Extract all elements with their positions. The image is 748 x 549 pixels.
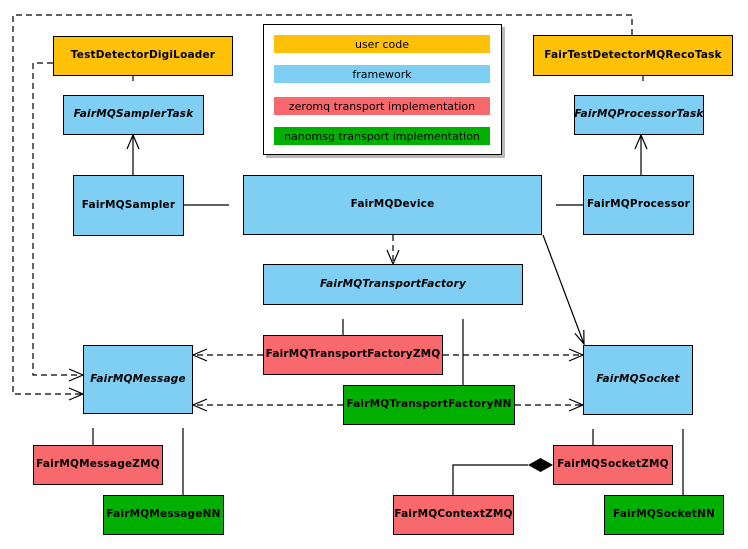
edge-processor-inherits-device [542,197,583,213]
legend-item-label: user code [354,37,410,51]
node-fairmqprocessortask: FairMQProcessorTask [574,95,704,135]
edge-messagenn-inherits-message [175,414,191,495]
edge-factoryzmq-inherits-factory [335,305,351,335]
edge-device-uses-socket [542,234,585,346]
node-fairmqcontextzmq: FairMQContextZMQ [393,495,514,535]
edge-socketnn-inherits-socket [675,415,691,495]
node-fairmqsampler: FairMQSampler [73,175,184,236]
node-fairmqmessagezmq: FairMQMessageZMQ [33,445,163,485]
legend-item-framework: framework [274,65,490,83]
node-testdetectordigiloader: TestDetectorDigiLoader [53,36,233,76]
node-fairmqsocketzmq: FairMQSocketZMQ [553,445,673,485]
edge-messagezmq-inherits-message [85,414,101,445]
legend: user code framework zeromq transport imp… [263,24,502,155]
legend-item-zeromq: zeromq transport implementation [274,97,490,115]
edge-recotask-inherits-processortask [635,76,651,95]
edge-factoryzmq-creates-message [191,348,263,362]
node-fairmqtransportfactory: FairMQTransportFactory [263,264,523,305]
node-fairmqsamplertask: FairMQSamplerTask [63,95,204,135]
edge-device-depends-factory [386,235,400,266]
node-fairmqsocketnn: FairMQSocketNN [604,495,724,535]
edge-sampler-inherits-device [184,197,243,213]
edge-processor-uses-processortask [634,133,648,175]
legend-item-label: zeromq transport implementation [288,99,476,113]
legend-item-label: framework [352,67,412,81]
legend-item-user-code: user code [274,35,490,53]
edge-factoryzmq-creates-socket [443,348,585,362]
node-fairmqprocessor: FairMQProcessor [583,175,694,235]
node-fairmqtransportfactoryzmq: FairMQTransportFactoryZMQ [263,335,443,375]
node-fairtestdetectormqrecotask: FairTestDetectorMQRecoTask [533,35,733,76]
edge-factorynn-inherits-factory [455,305,471,385]
edge-socketzmq-inherits-socket [585,415,601,445]
node-fairmqdevice: FairMQDevice [243,175,542,235]
node-fairmqmessagenn: FairMQMessageNN [103,495,224,535]
edge-socketzmq-composes-contextzmq [452,458,553,495]
edge-digiloader-inherits-samplertask [125,76,141,95]
legend-item-nanomsg: nanomsg transport implementation [274,127,490,145]
edge-factorynn-creates-message [191,398,343,412]
node-fairmqmessage: FairMQMessage [83,345,193,414]
node-fairmqsocket: FairMQSocket [583,345,693,415]
node-fairmqtransportfactorynn: FairMQTransportFactoryNN [343,385,515,425]
edge-sampler-uses-samplertask [126,133,140,175]
edge-factorynn-creates-socket [515,398,585,412]
legend-item-label: nanomsg transport implementation [284,129,480,143]
